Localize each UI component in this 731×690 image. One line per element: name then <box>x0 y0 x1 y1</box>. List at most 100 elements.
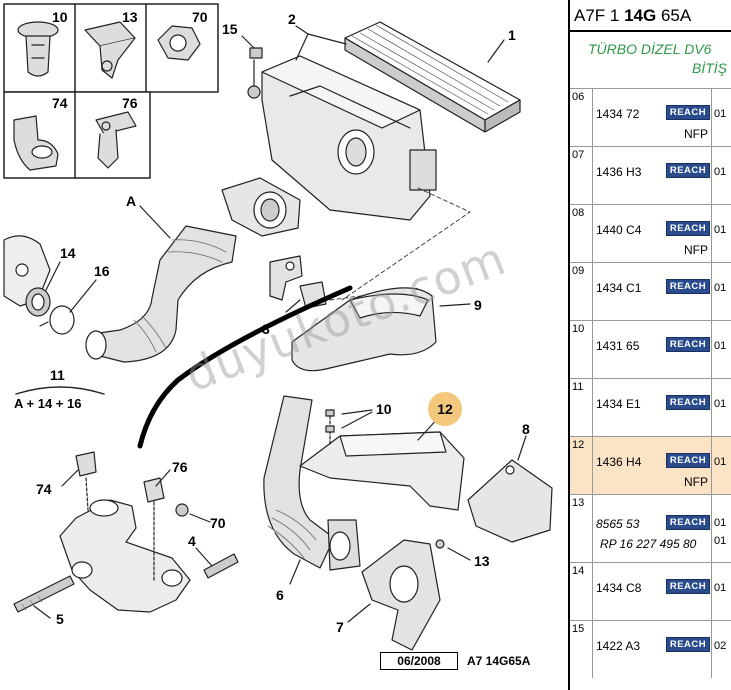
leader-16 <box>69 279 97 313</box>
callout-70[interactable]: 70 <box>210 515 226 531</box>
callout-1[interactable]: 1 <box>508 27 516 43</box>
leader-14 <box>45 261 61 291</box>
reach-badge[interactable]: REACH <box>666 395 710 410</box>
callout-8[interactable]: 8 <box>522 421 530 437</box>
reach-badge[interactable]: REACH <box>666 105 710 120</box>
callout-6[interactable]: 6 <box>276 587 284 603</box>
bracket-8 <box>467 459 553 543</box>
leader-70 <box>189 513 211 523</box>
part-number[interactable]: 1440 C4 <box>596 223 642 237</box>
callout-5[interactable]: 5 <box>56 611 64 627</box>
nfp-label: NFP <box>684 475 708 489</box>
reach-badge[interactable]: REACH <box>666 337 710 352</box>
row-index: 06 <box>572 91 585 103</box>
callout-11[interactable]: 11 <box>50 367 65 383</box>
column-divider <box>711 89 712 146</box>
air-routing-line <box>137 285 353 449</box>
part-number[interactable]: 1436 H3 <box>596 165 642 179</box>
reach-badge[interactable]: REACH <box>666 515 710 530</box>
callout-9[interactable]: 9 <box>474 297 482 313</box>
callout-16[interactable]: 16 <box>94 263 110 279</box>
row-index: 08 <box>572 207 585 219</box>
column-divider <box>592 437 593 494</box>
diagram-drawing <box>3 3 553 651</box>
reach-badge[interactable]: REACH <box>666 279 710 294</box>
callout-14[interactable]: 14 <box>60 245 76 261</box>
replacement-part[interactable]: RP 16 227 495 80 <box>600 537 697 551</box>
callout-76[interactable]: 76 <box>172 459 188 475</box>
diagram-code: A7 14G65A <box>467 654 531 668</box>
leader-1 <box>487 39 505 63</box>
column-divider <box>592 263 593 320</box>
row-index: 11 <box>572 381 584 393</box>
panel-subtitle: TÜRBO DİZEL DV6 <box>588 41 712 57</box>
quantity-2: 01 <box>714 535 727 547</box>
reach-badge[interactable]: REACH <box>666 163 710 178</box>
part-number[interactable]: 1431 65 <box>596 339 640 353</box>
part-number[interactable]: 1434 C1 <box>596 281 642 295</box>
column-divider <box>592 147 593 204</box>
quantity: 01 <box>714 456 727 468</box>
part-number[interactable]: 1434 72 <box>596 107 640 121</box>
callout-74[interactable]: 74 <box>36 481 52 497</box>
leader-5 <box>33 605 51 619</box>
row-index: 15 <box>572 623 585 635</box>
reach-badge[interactable]: REACH <box>666 453 710 468</box>
part-number[interactable]: 8565 53 <box>596 517 640 531</box>
column-divider <box>711 263 712 320</box>
reach-badge[interactable]: REACH <box>666 221 710 236</box>
row-index: 13 <box>572 497 585 509</box>
parts-diagram: 10 13 70 74 76 1 2 3 4 5 6 7 8 9 10 11 1… <box>3 3 553 670</box>
column-divider <box>711 379 712 436</box>
leader-13 <box>447 547 471 561</box>
column-divider <box>592 321 593 378</box>
leader-a <box>139 205 171 239</box>
callout-12[interactable]: 12 <box>428 392 462 426</box>
clip-13-icon <box>84 21 136 79</box>
callout-7[interactable]: 7 <box>336 619 344 635</box>
reach-badge[interactable]: REACH <box>666 579 710 594</box>
quantity: 01 <box>714 582 727 594</box>
callout-2[interactable]: 2 <box>288 11 296 27</box>
clip-76-icon <box>95 111 137 169</box>
column-divider <box>592 379 593 436</box>
callout-a[interactable]: A <box>126 193 137 209</box>
callout-4[interactable]: 4 <box>188 533 196 549</box>
column-divider <box>711 147 712 204</box>
title-suffix: 65A <box>656 6 692 25</box>
leader-6 <box>289 559 301 585</box>
support-74-icon <box>13 115 59 171</box>
part-number[interactable]: 1436 H4 <box>596 455 642 469</box>
leader-15 <box>241 35 255 49</box>
panel-title: A7F 1 14G 65A <box>574 6 691 26</box>
column-divider <box>592 89 593 146</box>
part-number[interactable]: 1434 C8 <box>596 581 642 595</box>
leader-8 <box>517 435 527 461</box>
title-bold: 14G <box>624 6 657 25</box>
quantity: 01 <box>714 517 727 529</box>
duct-12 <box>299 431 465 511</box>
callout-10[interactable]: 10 <box>376 401 392 417</box>
bracket-7 <box>361 539 441 651</box>
callout-3[interactable]: 3 <box>262 321 270 337</box>
part-number[interactable]: 1434 E1 <box>596 397 641 411</box>
row-index: 09 <box>572 265 585 277</box>
part-number[interactable]: 1422 A3 <box>596 639 641 653</box>
quantity: 01 <box>714 224 727 236</box>
kit-formula: A + 14 + 16 <box>14 396 82 411</box>
clamp-14 <box>25 287 51 317</box>
callout-13[interactable]: 13 <box>474 553 490 569</box>
callout-15[interactable]: 15 <box>222 21 238 37</box>
reach-badge[interactable]: REACH <box>666 637 710 652</box>
parts-row[interactable]: 13 8565 53 REACH 01 01 RP 16 227 495 80 <box>570 494 731 562</box>
